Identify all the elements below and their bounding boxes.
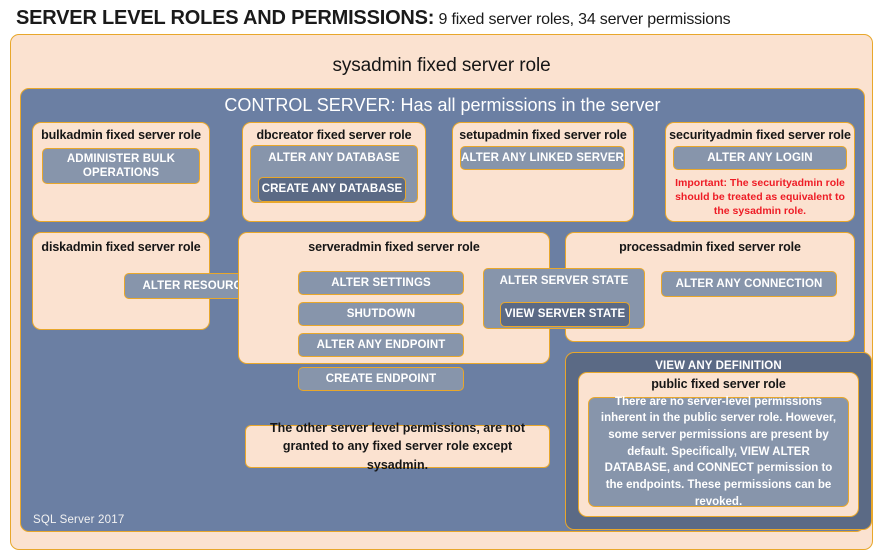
permission-alter-any-database-label: ALTER ANY DATABASE: [268, 152, 400, 164]
diskadmin-role-label: diskadmin fixed server role: [41, 240, 201, 254]
sysadmin-role-label: sysadmin fixed server role: [332, 55, 551, 76]
bulkadmin-role-label: bulkadmin fixed server role: [41, 128, 201, 142]
permission-shutdown[interactable]: SHUTDOWN: [298, 302, 464, 326]
dbcreator-role-label: dbcreator fixed server role: [256, 128, 412, 142]
permission-alter-any-login[interactable]: ALTER ANY LOGIN: [673, 146, 847, 170]
permission-alter-any-connection[interactable]: ALTER ANY CONNECTION: [661, 271, 837, 297]
control-server-label: CONTROL SERVER: Has all permissions in t…: [224, 95, 661, 115]
other-permissions-note: The other server level permissions, are …: [245, 421, 550, 472]
page-title: SERVER LEVEL ROLES AND PERMISSIONS: 9 fi…: [16, 7, 876, 33]
permission-alter-settings[interactable]: ALTER SETTINGS: [298, 271, 464, 295]
permission-view-server-state[interactable]: VIEW SERVER STATE: [500, 302, 630, 327]
securityadmin-role-label: securityadmin fixed server role: [669, 128, 851, 142]
permission-create-any-database[interactable]: CREATE ANY DATABASE: [258, 177, 406, 202]
securityadmin-role-box: [665, 122, 855, 222]
permission-alter-any-endpoint[interactable]: ALTER ANY ENDPOINT: [298, 333, 464, 357]
permission-administer-bulk-operations[interactable]: ADMINISTER BULK OPERATIONS: [42, 148, 200, 184]
permission-create-endpoint[interactable]: CREATE ENDPOINT: [298, 367, 464, 391]
public-role-description: There are no server-level permissions in…: [588, 396, 849, 508]
processadmin-role-label: processadmin fixed server role: [619, 240, 801, 254]
setupadmin-role-box: [452, 122, 634, 222]
footer-label: SQL Server 2017: [33, 514, 125, 526]
serveradmin-role-label: serveradmin fixed server role: [308, 240, 480, 254]
setupadmin-role-label: setupadmin fixed server role: [459, 128, 627, 142]
permission-view-any-definition-label: VIEW ANY DEFINITION: [655, 360, 782, 372]
public-role-label: public fixed server role: [651, 377, 786, 391]
page-title-main: SERVER LEVEL ROLES AND PERMISSIONS:: [16, 7, 435, 29]
securityadmin-warning-text: Important: The securityadmin role should…: [675, 177, 845, 218]
permission-alter-server-state-label: ALTER SERVER STATE: [499, 275, 629, 287]
permission-alter-any-linked-server[interactable]: ALTER ANY LINKED SERVER: [460, 146, 625, 170]
page-title-sub: 9 fixed server roles, 34 server permissi…: [434, 11, 731, 28]
